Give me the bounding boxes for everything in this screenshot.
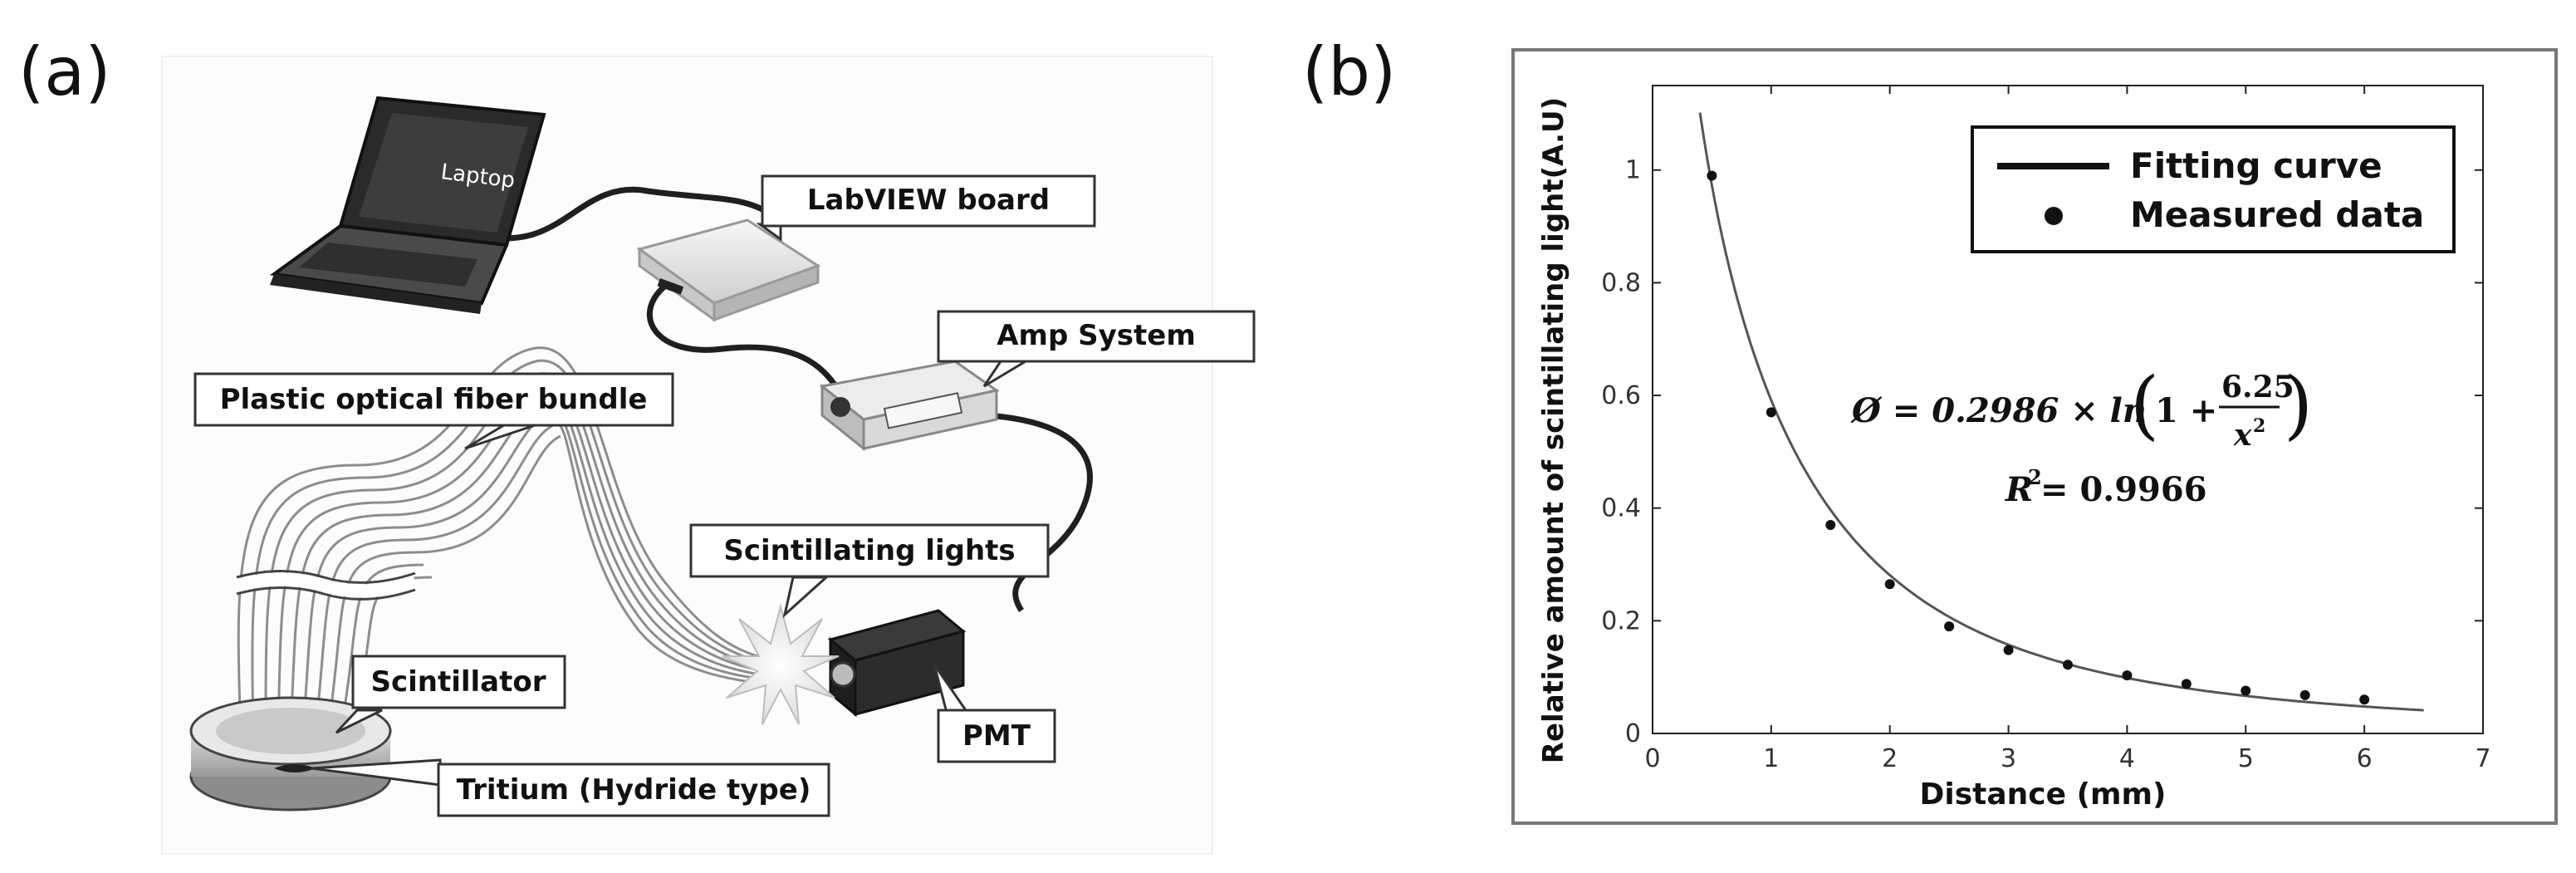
r2-rhs: = 0.9966 (2040, 470, 2207, 509)
callout-amp: Amp System (937, 310, 1256, 388)
callout-scint-lights: Scintillating lights (689, 523, 1050, 619)
y-tick-label: 0.2 (1601, 606, 1641, 635)
measured-data-point (2359, 694, 2370, 705)
measured-data-point (1707, 170, 1717, 181)
svg-text:Scintillator: Scintillator (370, 665, 546, 699)
equation-denominator: x (2233, 418, 2252, 453)
callout-scintillator: Scintillator (335, 655, 566, 734)
measured-data-point (2122, 670, 2133, 681)
x-axis-label: Distance (mm) (1920, 777, 2167, 812)
svg-text:Scintillating lights: Scintillating lights (723, 534, 1015, 567)
x-tick-label: 5 (2238, 744, 2254, 773)
legend-measured-label: Measured data (2130, 194, 2424, 235)
y-axis-label: Relative amount of scintillating light(A… (1537, 97, 1570, 763)
x-tick-label: 1 (1763, 744, 1779, 773)
measured-data-point (2181, 679, 2192, 689)
callout-labview: LabVIEW board (756, 174, 1096, 242)
y-tick-label: 0.4 (1601, 494, 1641, 523)
y-tick-label: 1 (1625, 156, 1641, 185)
callout-tritium: Tritium (Hydride type) (311, 758, 830, 817)
panel-label-b: (b) (1302, 33, 1397, 110)
scintillator-disc (189, 696, 392, 812)
measured-data-point (1944, 621, 1955, 632)
measured-data-point (1884, 579, 1895, 590)
pmt-device (827, 609, 967, 718)
measured-data-point (2003, 645, 2014, 655)
amp-system-device (819, 360, 1000, 452)
y-tick-label: 0.6 (1601, 381, 1641, 410)
labview-board-device (636, 218, 821, 322)
fitting-curve-line (1698, 112, 2424, 712)
fit-equation: Ø = 0.2986 × ln ( 1 + 6.25 x 2 ) R 2 = 0… (1850, 361, 2313, 509)
measured-data-point (2063, 660, 2073, 670)
measured-data-point (2241, 685, 2251, 696)
equation-lhs: Ø = 0.2986 × ln (1850, 391, 2147, 430)
laptop: Laptop (269, 96, 546, 314)
distance-chart: 0 1 2 3 4 5 6 7 0 0.2 0.4 0.6 0.8 1 Distance (mm) Rel… (1511, 48, 2558, 825)
y-tick-label: 0 (1625, 719, 1641, 748)
cable-board-amp (646, 284, 841, 392)
y-tick-label: 0.8 (1601, 268, 1641, 297)
r2-exp: 2 (2028, 465, 2042, 489)
setup-diagram: Laptop (161, 56, 1256, 855)
cable-laptop-board (489, 186, 775, 242)
plot-box (1652, 85, 2484, 734)
measured-data-point (1825, 520, 1836, 531)
legend-fitting-label: Fitting curve (2130, 145, 2383, 186)
x-tick-label: 3 (2001, 744, 2016, 773)
x-tick-label: 7 (2475, 744, 2490, 773)
r2-lhs: R (2005, 470, 2033, 509)
legend-marker-swatch (2045, 207, 2063, 225)
svg-text:LabVIEW board: LabVIEW board (807, 184, 1050, 217)
svg-text:PMT: PMT (962, 719, 1031, 753)
x-tick-label: 0 (1644, 744, 1660, 773)
equation-one-plus: 1 + (2155, 391, 2217, 430)
measured-data-point (2299, 689, 2310, 700)
plot-axes: 0 1 2 3 4 5 6 7 0 0.2 0.4 0.6 0.8 1 (1601, 85, 2491, 773)
svg-text:Tritium (Hydride type): Tritium (Hydride type) (457, 773, 811, 807)
fiber-break-mark (234, 572, 418, 598)
callout-pmt: PMT (933, 664, 1056, 763)
equation-den-exp: 2 (2253, 415, 2265, 437)
cable-amp-pmt (987, 412, 1093, 612)
x-tick-label: 4 (2119, 744, 2135, 773)
scintillating-lights-burst (722, 603, 840, 725)
svg-text:Amp System: Amp System (997, 319, 1196, 352)
measured-data-point (1765, 407, 1776, 418)
svg-text:Plastic optical fiber bundle: Plastic optical fiber bundle (220, 383, 648, 416)
x-tick-label: 2 (1882, 744, 1898, 773)
svg-text:): ) (2284, 361, 2313, 449)
callout-fiber: Plastic optical fiber bundle (193, 372, 674, 450)
chart-legend: Fitting curve Measured data (1971, 125, 2456, 253)
equation-numerator: 6.25 (2221, 370, 2294, 405)
x-tick-label: 6 (2357, 744, 2373, 773)
svg-text:(: ( (2130, 361, 2159, 449)
panel-label-a: (a) (18, 33, 111, 110)
